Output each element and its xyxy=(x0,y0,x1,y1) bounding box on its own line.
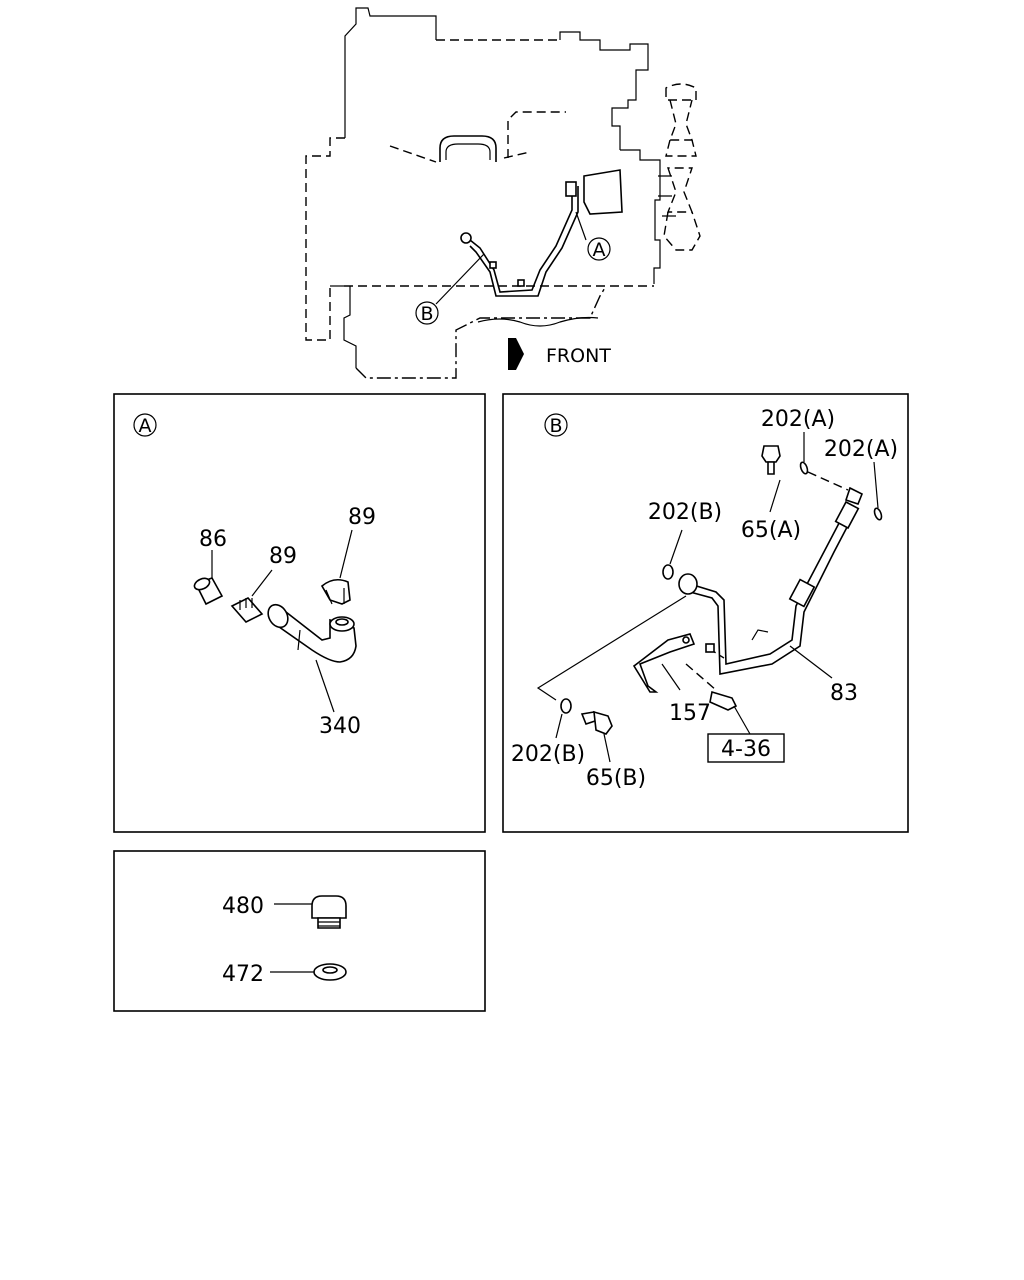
label-202a-right: 202(A) xyxy=(824,437,898,462)
part-202a-washer-right: 202(A) xyxy=(824,437,898,521)
part-65b-bolt: 65(B) xyxy=(580,710,646,791)
part-4-36-bolt: 4-36 xyxy=(685,643,785,763)
engine-overview: A B FRONT xyxy=(305,7,701,379)
label-202a-top: 202(A) xyxy=(761,407,835,432)
part-340-elbow-hose: 340 xyxy=(267,603,361,739)
detail-panel-b: B 83 157 4-36 xyxy=(502,393,909,833)
label-89-left: 89 xyxy=(269,544,297,569)
part-202b-washer-bottom: 202(B) xyxy=(511,698,585,767)
front-arrow-icon xyxy=(508,338,524,370)
part-472-washer: 472 xyxy=(222,962,347,987)
callout-a-overview: A xyxy=(593,239,606,261)
part-89-clamp-top: 89 xyxy=(320,505,376,605)
label-202b-top: 202(B) xyxy=(648,500,722,525)
label-472: 472 xyxy=(222,962,264,987)
label-480: 480 xyxy=(222,894,264,919)
label-65a: 65(A) xyxy=(741,518,801,543)
label-157: 157 xyxy=(669,701,711,726)
detail-panel-a: A 86 89 89 3 xyxy=(113,393,486,833)
part-202b-washer-top: 202(B) xyxy=(648,500,722,580)
part-157-bracket: 157 xyxy=(632,633,711,726)
detail-panel-c: 480 472 xyxy=(113,850,486,1012)
label-340: 340 xyxy=(319,714,361,739)
part-86-connector: 86 xyxy=(193,527,227,606)
label-65b: 65(B) xyxy=(586,766,646,791)
callout-a-panel: A xyxy=(139,415,152,437)
label-86: 86 xyxy=(199,527,227,552)
part-83-pipe: 83 xyxy=(678,486,864,706)
front-label: FRONT xyxy=(546,345,611,367)
label-83: 83 xyxy=(830,681,858,706)
callout-b-panel: B xyxy=(549,415,562,437)
label-89-top: 89 xyxy=(348,505,376,530)
part-89-clamp-left: 89 xyxy=(230,544,297,623)
callout-b-overview: B xyxy=(420,303,433,325)
part-202a-washer-top: 202(A) xyxy=(761,407,835,475)
part-65a-bolt: 65(A) xyxy=(741,445,801,543)
ref-box-4-36: 4-36 xyxy=(721,737,771,762)
label-202b-bottom: 202(B) xyxy=(511,742,585,767)
part-480-drain-plug: 480 xyxy=(222,894,347,929)
